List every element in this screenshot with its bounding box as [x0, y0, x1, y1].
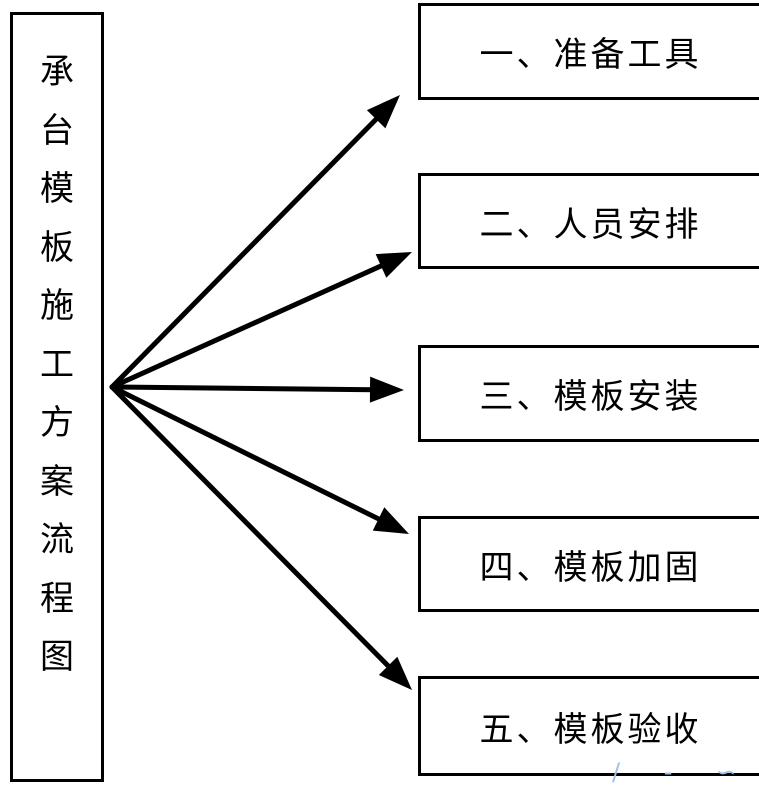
step-label-4: 四、模板加固: [479, 547, 702, 588]
flow-title-box: 承台模板施工方案流程图: [10, 12, 104, 782]
flow-title: 承台模板施工方案流程图: [13, 43, 101, 687]
step-box-4: 四、模板加固: [418, 516, 759, 612]
title-char-5: 施: [40, 286, 74, 326]
title-char-7: 方: [40, 403, 74, 443]
arrow-line-1: [109, 113, 382, 390]
title-char-9: 流: [40, 520, 74, 560]
title-char-8: 案: [40, 461, 74, 502]
title-char-11: 图: [40, 637, 74, 677]
watermark-mark: / - ∽: [612, 758, 755, 786]
arrow-line-5: [109, 384, 394, 672]
title-char-4: 板: [40, 227, 74, 268]
step-label-3: 三、模板安装: [479, 377, 702, 417]
arrow-head-5: [378, 656, 412, 690]
step-box-2: 二、人员安排: [418, 173, 759, 269]
title-char-3: 模: [40, 169, 74, 209]
arrow-line-4: [109, 384, 385, 524]
step-box-3: 三、模板安装: [418, 345, 759, 442]
step-label-5: 五、模板验收: [479, 709, 702, 750]
arrow-head-3: [369, 376, 404, 403]
arrow-line-3: [109, 384, 377, 393]
step-label-1: 一、准备工具: [479, 35, 702, 75]
arrow-head-4: [372, 507, 409, 534]
step-label-2: 二、人员安排: [479, 204, 702, 245]
title-char-2: 台: [40, 110, 74, 151]
arrow-head-2: [375, 252, 412, 278]
title-char-6: 工: [40, 344, 74, 385]
step-box-1: 一、准备工具: [418, 3, 759, 100]
arrow-line-2: [109, 261, 388, 390]
title-char-10: 程: [40, 578, 74, 619]
title-char-1: 承: [40, 52, 74, 92]
step-box-5: 五、模板验收: [418, 676, 759, 776]
arrow-head-1: [366, 95, 400, 129]
